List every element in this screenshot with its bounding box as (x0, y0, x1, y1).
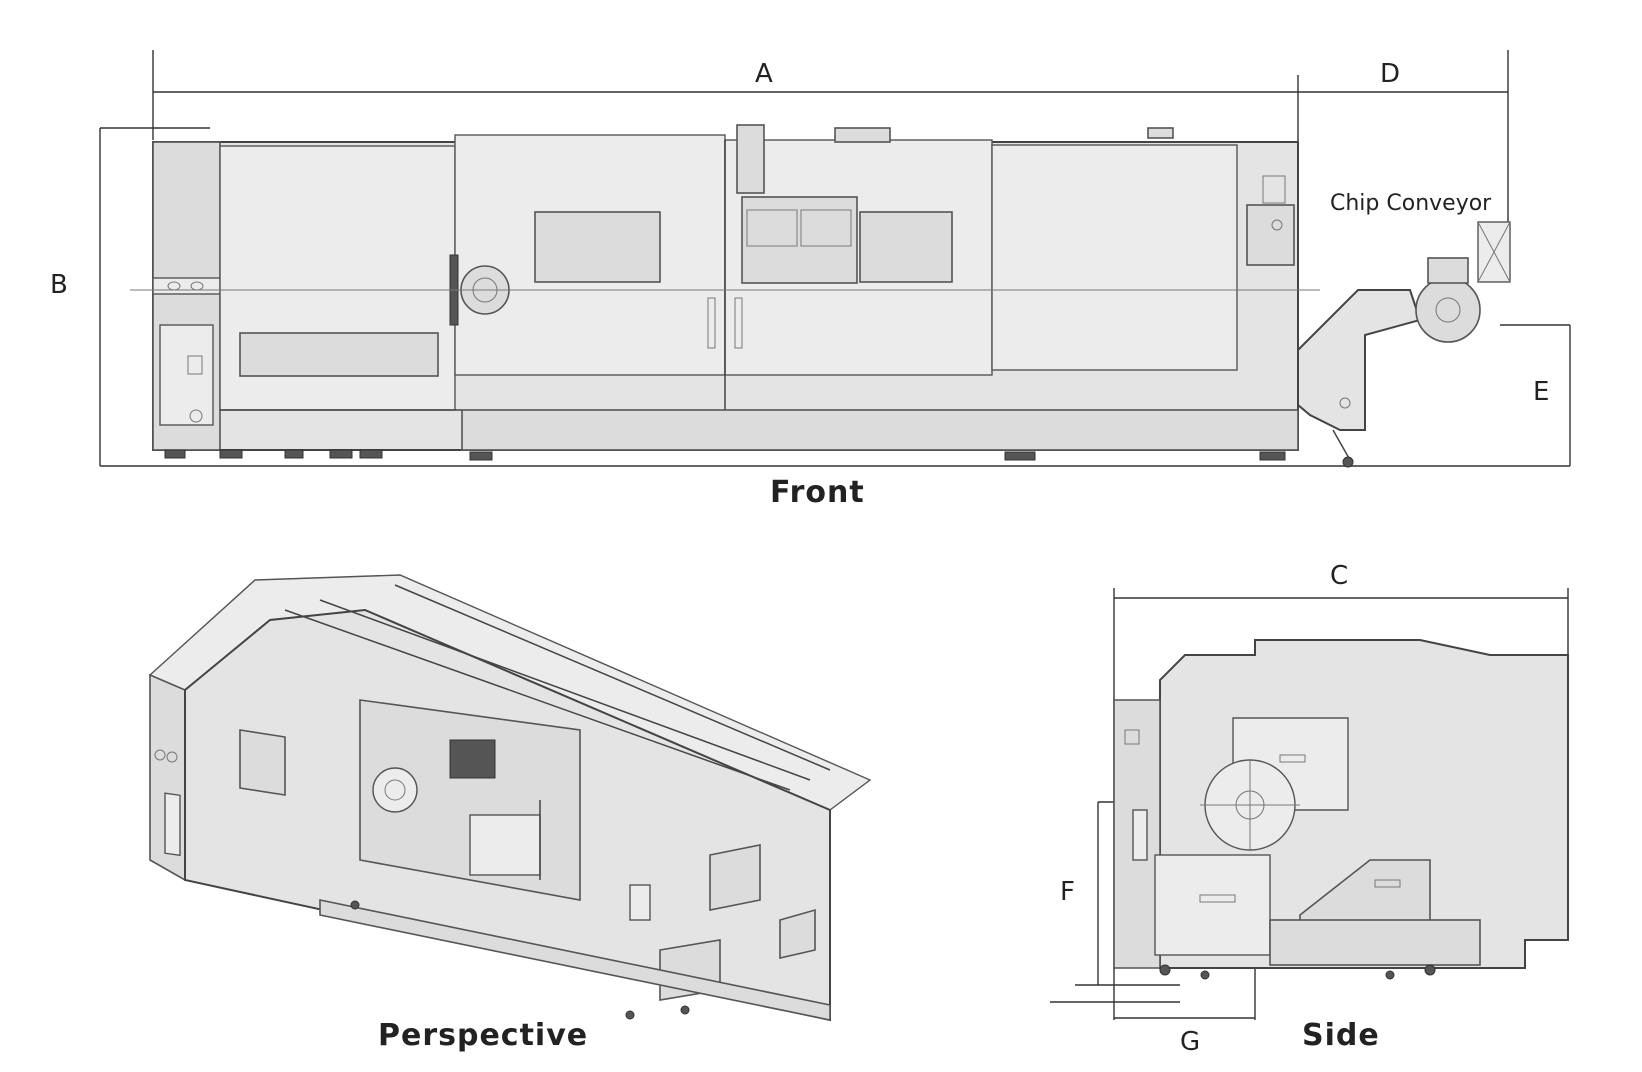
side-view-label: Side (1302, 1018, 1380, 1053)
dimension-a: A (152, 50, 1299, 145)
chip-conveyor-label: Chip Conveyor (1330, 191, 1492, 216)
perspective-view-label: Perspective (378, 1018, 588, 1053)
dimension-b-label: B (50, 270, 68, 300)
front-view: A D B E (50, 50, 1571, 510)
side-view: C F G (1050, 561, 1569, 1057)
dimension-d: D (1298, 50, 1509, 225)
chip-conveyor: Chip Conveyor (1297, 191, 1511, 468)
perspective-view: Perspective (148, 574, 872, 1053)
dimension-e: E (1500, 324, 1571, 466)
dimension-f-label: F (1060, 877, 1075, 907)
side-machine-body (1113, 639, 1569, 980)
front-view-label: Front (770, 475, 865, 510)
dimension-e-label: E (1533, 377, 1549, 407)
dimension-d-label: D (1380, 59, 1400, 89)
dimension-b: B (50, 127, 1570, 467)
dimension-a-label: A (755, 59, 773, 89)
dimension-g-label: G (1180, 1027, 1200, 1057)
front-machine-body (130, 124, 1320, 461)
dimension-c-label: C (1330, 561, 1348, 591)
dimension-f: F (1050, 801, 1180, 1003)
